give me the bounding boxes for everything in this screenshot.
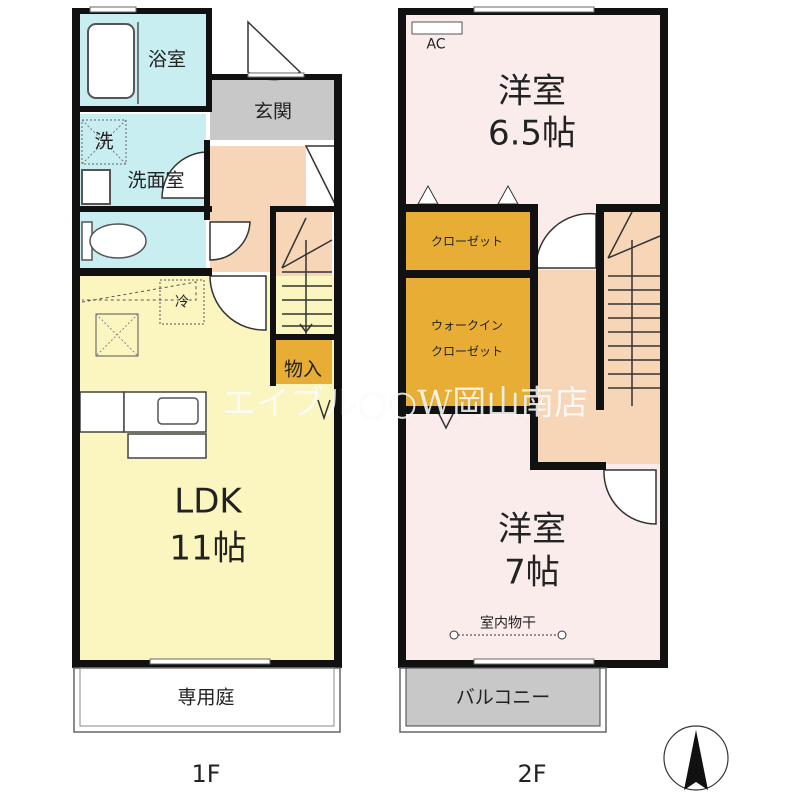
western2-door [603,469,657,525]
fridge-space-icon [159,279,205,325]
label-washroom: 洗面室 [127,169,185,192]
label-western2-size: 7帖 [504,552,560,593]
closet-area [404,210,530,272]
entrance-door [247,20,302,81]
label-bath: 浴室 [147,48,187,71]
label-garden: 専用庭 [177,686,235,709]
window-2f-north [473,6,595,13]
label-ldk-size: 11帖 [169,528,247,569]
label-ldk: LDK [174,481,242,522]
bathtub-icon [87,23,135,99]
label-balcony: バルコニー [455,686,551,709]
ldk-area [78,276,334,660]
label-storage: 物入 [283,358,323,381]
label-closet: クローゼット [430,234,504,249]
label-western1-size: 6.5帖 [487,113,577,154]
label-western2: 洋室 [498,509,566,550]
floor-label-1f: 1F [191,759,221,788]
stairs-1f [281,217,333,334]
label-entrance: 玄関 [253,100,293,123]
label-western1: 洋室 [498,71,566,112]
label-ac: AC [426,36,446,53]
north-arrow-icon [663,725,729,791]
kitchen-sink-icon [157,397,199,425]
label-fridge: 冷 [175,294,189,311]
kitchen-cabinet [127,433,207,459]
private-garden [73,667,341,733]
stairs-2f [607,211,661,406]
walkin-closet-area [404,278,530,408]
ac-unit-icon [411,21,463,35]
storage-area [276,340,332,384]
window-2f-south [473,658,595,665]
wash-basin-icon [81,169,111,205]
storage-unit-icon [95,313,139,357]
label-walkin-1: ウォークイン [430,318,504,333]
window-1f-south [149,658,271,665]
floor-label-2f: 2F [517,759,547,788]
shoe-cabinet [304,145,337,207]
kitchen-counter [79,391,125,433]
washer-space-icon [81,119,127,165]
toilet-door [209,221,251,261]
label-washer: 洗 [94,130,114,153]
label-walkin-2: クローゼット [430,344,504,359]
label-drying: 室内物干 [480,615,536,632]
entrance-area [210,80,336,140]
ldk-door [209,275,267,331]
watermark: エイブル○○W岡山南店 [221,383,589,424]
washroom-door [161,151,207,199]
